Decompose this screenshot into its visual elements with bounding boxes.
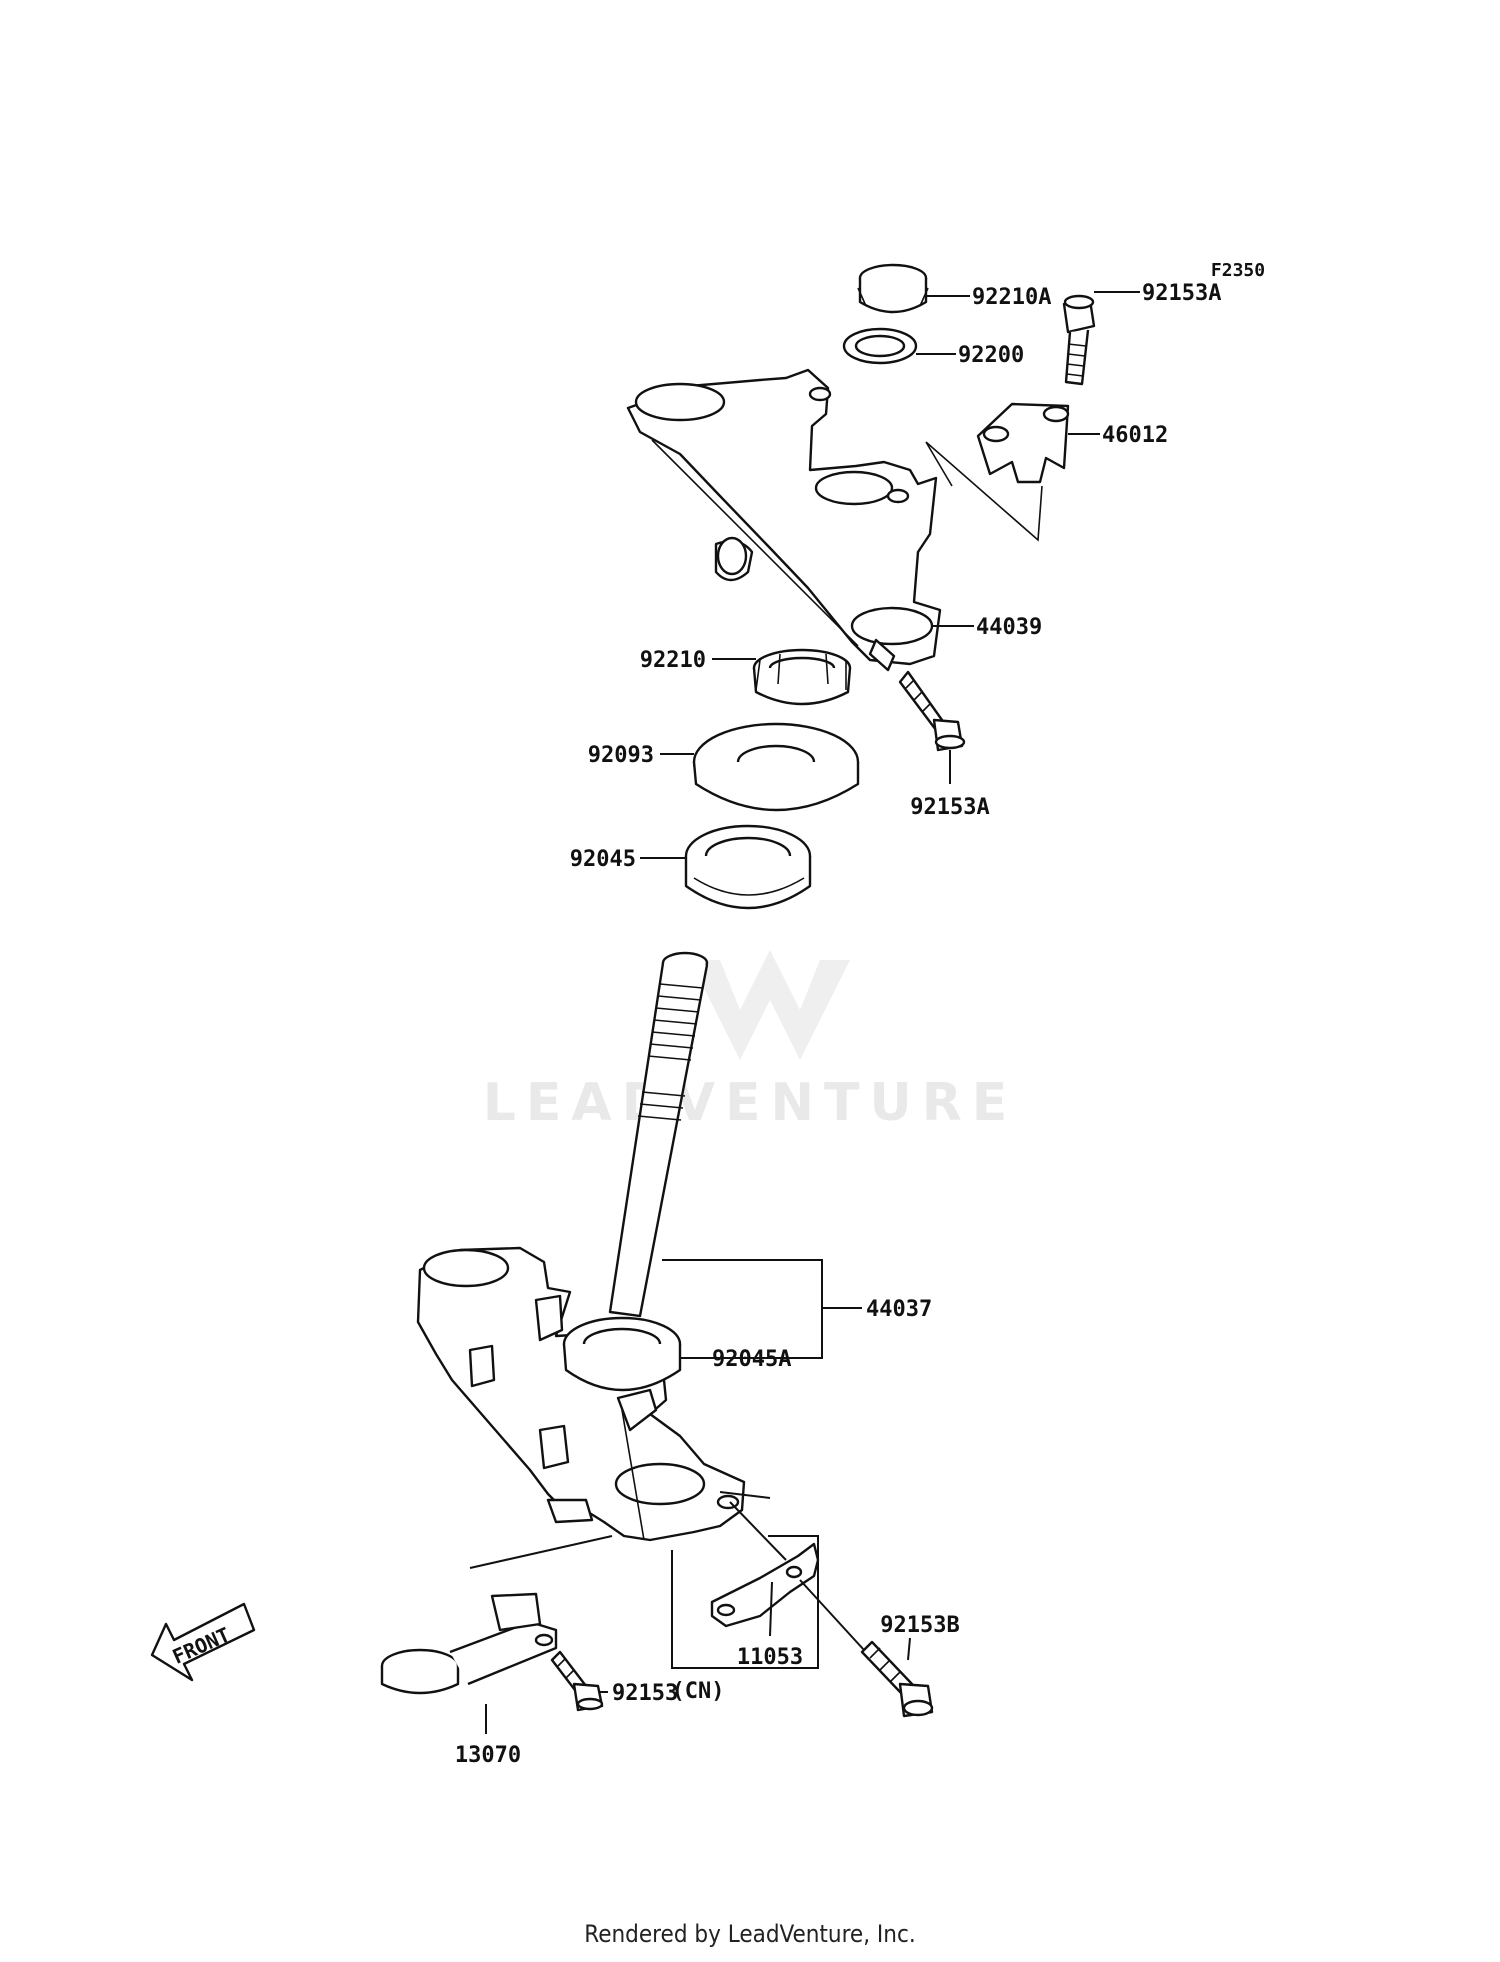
label-92200[interactable]: 92200 bbox=[958, 343, 1024, 368]
part-44039-upper-bracket[interactable] bbox=[626, 368, 942, 672]
label-92045a[interactable]: 92045A bbox=[712, 1347, 791, 1372]
part-44037-lower-bracket[interactable] bbox=[416, 1246, 746, 1542]
label-cn[interactable]: (CN) bbox=[672, 1679, 725, 1704]
part-92210-nut[interactable] bbox=[752, 648, 852, 706]
leader-lines bbox=[469, 291, 1140, 1734]
label-92210[interactable]: 92210 bbox=[640, 648, 706, 673]
label-92153[interactable]: 92153 bbox=[612, 1681, 678, 1706]
part-13070-guide[interactable] bbox=[380, 1592, 558, 1695]
label-92210a[interactable]: 92210A bbox=[972, 285, 1051, 310]
part-92153a-top-bolt[interactable] bbox=[1062, 294, 1096, 386]
label-44037[interactable]: 44037 bbox=[866, 1297, 932, 1322]
front-arrow: FRONT bbox=[150, 1602, 256, 1682]
part-46012-holder[interactable] bbox=[976, 402, 1070, 484]
part-92045-bearing[interactable] bbox=[684, 824, 812, 910]
part-92210a-cap[interactable] bbox=[857, 263, 929, 314]
label-92153a-top[interactable]: 92153A bbox=[1142, 281, 1221, 306]
figure-code: F2350 bbox=[1211, 260, 1265, 281]
part-11053-bracket[interactable] bbox=[710, 1542, 820, 1628]
label-92153a-bottom[interactable]: 92153A bbox=[910, 795, 989, 820]
label-92045[interactable]: 92045 bbox=[570, 847, 636, 872]
label-92093[interactable]: 92093 bbox=[588, 743, 654, 768]
part-labels: 92210A 92153A 92200 46012 44039 92210 92… bbox=[455, 281, 1222, 1768]
watermark: LEADVENTURE bbox=[483, 950, 1018, 1133]
label-13070[interactable]: 13070 bbox=[455, 1743, 521, 1768]
watermark-text: LEADVENTURE bbox=[483, 1073, 1018, 1133]
footer-credit: Rendered by LeadVenture, Inc. bbox=[584, 1920, 916, 1948]
part-92153-bolt[interactable] bbox=[550, 1650, 604, 1712]
cut-line-46012 bbox=[925, 441, 1043, 542]
part-92045a-bearing[interactable] bbox=[562, 1316, 682, 1392]
label-11053[interactable]: 11053 bbox=[737, 1645, 803, 1670]
part-92200-washer[interactable] bbox=[842, 327, 918, 365]
label-46012[interactable]: 46012 bbox=[1102, 423, 1168, 448]
label-44039[interactable]: 44039 bbox=[976, 615, 1042, 640]
part-92153b-bolt[interactable] bbox=[860, 1640, 934, 1718]
part-92153a-bottom-bolt[interactable] bbox=[898, 670, 966, 752]
label-92153b[interactable]: 92153B bbox=[880, 1613, 959, 1638]
part-44037-stem[interactable] bbox=[608, 951, 709, 1318]
part-92093-seal[interactable] bbox=[692, 722, 860, 812]
